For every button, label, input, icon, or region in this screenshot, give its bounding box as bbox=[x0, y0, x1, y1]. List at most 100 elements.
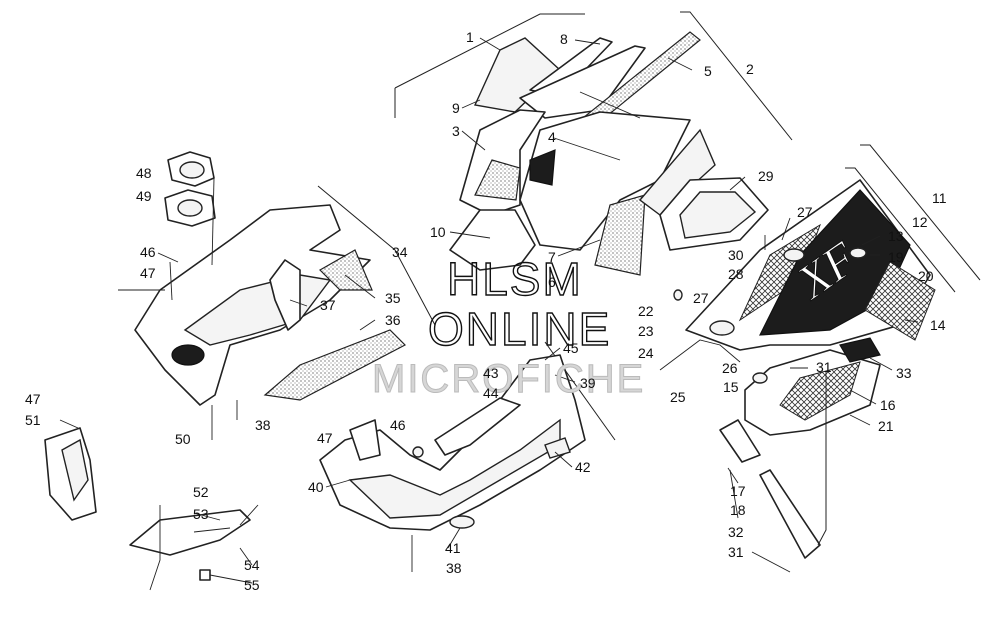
callout-26: 26 bbox=[722, 360, 738, 376]
gasket-49-hole bbox=[177, 199, 203, 217]
cable-23-24 bbox=[659, 339, 741, 371]
bracket-11 bbox=[860, 144, 981, 281]
pad-part-36 bbox=[263, 329, 407, 401]
callout-46b: 46 bbox=[390, 417, 406, 433]
hood-stripe bbox=[529, 149, 556, 186]
part-42 bbox=[544, 437, 571, 459]
gasket-48-hole bbox=[179, 161, 205, 179]
callout-47a: 47 bbox=[140, 265, 156, 281]
part-19 bbox=[849, 247, 867, 259]
callout-22: 22 bbox=[638, 303, 654, 319]
rail-32 bbox=[759, 469, 821, 559]
part-37 bbox=[269, 259, 301, 331]
callout-32: 32 bbox=[728, 524, 744, 540]
callout-19: 19 bbox=[888, 249, 904, 265]
callout-40: 40 bbox=[308, 479, 324, 495]
bracket-top bbox=[394, 13, 585, 118]
callout-30: 30 bbox=[728, 247, 744, 263]
watermark-line3: MICROFICHE bbox=[372, 357, 645, 401]
fastener-46 bbox=[169, 261, 173, 301]
callout-5: 5 bbox=[704, 63, 712, 79]
plate-17-18 bbox=[719, 419, 761, 463]
callout-27a: 27 bbox=[797, 204, 813, 220]
bolt-55 bbox=[199, 569, 211, 581]
watermark-line2: ONLINE bbox=[428, 303, 611, 355]
hood-cable bbox=[579, 91, 641, 119]
console-29-inner bbox=[679, 191, 757, 239]
callout-labels: 1 2 3 4 5 6 7 8 9 10 11 12 13 14 15 16 1… bbox=[25, 29, 947, 593]
callout-48: 48 bbox=[136, 165, 152, 181]
callout-52: 52 bbox=[193, 484, 209, 500]
callout-50: 50 bbox=[175, 431, 191, 447]
nose-pan-group bbox=[319, 341, 616, 572]
callout-21: 21 bbox=[878, 418, 894, 434]
part-27-lower bbox=[709, 320, 735, 336]
callout-39: 39 bbox=[580, 375, 596, 391]
bracket-34 bbox=[317, 185, 436, 326]
nose-pan-inner bbox=[348, 418, 561, 519]
bracket-12 bbox=[845, 167, 956, 293]
callout-25: 25 bbox=[670, 389, 686, 405]
callout-41: 41 bbox=[445, 540, 461, 556]
callout-13: 13 bbox=[888, 228, 904, 244]
callout-10: 10 bbox=[430, 224, 446, 240]
callout-17: 17 bbox=[730, 483, 746, 499]
callout-42: 42 bbox=[575, 459, 591, 475]
right-panel-group: XF bbox=[659, 144, 981, 559]
callout-54: 54 bbox=[244, 557, 260, 573]
callout-46a: 46 bbox=[140, 244, 156, 260]
callout-31b: 31 bbox=[728, 544, 744, 560]
part-27-upper bbox=[783, 248, 805, 262]
bracket-21-32 bbox=[817, 372, 827, 546]
callout-38b: 38 bbox=[446, 560, 462, 576]
callout-7: 7 bbox=[548, 249, 556, 265]
part-15 bbox=[752, 372, 768, 384]
callout-35: 35 bbox=[385, 290, 401, 306]
part-46-grommet bbox=[412, 446, 424, 458]
part-41 bbox=[449, 515, 475, 529]
callout-16: 16 bbox=[880, 397, 896, 413]
left-bottom-group bbox=[44, 400, 259, 591]
leader-lines bbox=[59, 37, 919, 584]
callout-11: 11 bbox=[932, 190, 947, 206]
callout-49: 49 bbox=[136, 188, 152, 204]
lead-53 bbox=[149, 505, 161, 591]
part-22 bbox=[673, 289, 683, 301]
callout-23: 23 bbox=[638, 323, 654, 339]
part-47-bracket bbox=[349, 419, 381, 461]
callout-37: 37 bbox=[320, 297, 336, 313]
callout-51: 51 bbox=[25, 412, 41, 428]
hood-group bbox=[394, 11, 793, 276]
callout-4: 4 bbox=[548, 129, 556, 145]
callout-53: 53 bbox=[193, 506, 209, 522]
callout-14: 14 bbox=[930, 317, 946, 333]
callout-1: 1 bbox=[466, 29, 474, 45]
callout-12: 12 bbox=[912, 214, 928, 230]
decal-mesh-right bbox=[864, 261, 936, 341]
callout-9: 9 bbox=[452, 100, 460, 116]
part-43-44 bbox=[434, 397, 521, 456]
callout-55: 55 bbox=[244, 577, 260, 593]
hood-lower-part-10 bbox=[449, 209, 536, 271]
watermark-line1: HLSM bbox=[447, 253, 583, 305]
lead-48 bbox=[211, 177, 215, 266]
bracket-52 bbox=[129, 509, 251, 556]
callout-47b: 47 bbox=[25, 391, 41, 407]
part-33 bbox=[839, 337, 881, 363]
bracket-right bbox=[680, 11, 793, 141]
side-panel-mesh bbox=[738, 223, 821, 322]
callout-34: 34 bbox=[392, 244, 408, 260]
callout-20: 20 bbox=[918, 268, 934, 284]
lead-54 bbox=[239, 504, 259, 526]
callout-3: 3 bbox=[452, 123, 460, 139]
callout-47c: 47 bbox=[317, 430, 333, 446]
callout-6: 6 bbox=[548, 274, 556, 290]
callout-18: 18 bbox=[730, 502, 746, 518]
lower-box-mesh bbox=[779, 361, 861, 421]
callout-45: 45 bbox=[563, 340, 579, 356]
callout-29: 29 bbox=[758, 168, 774, 184]
callout-15: 15 bbox=[723, 379, 739, 395]
callout-24: 24 bbox=[638, 345, 654, 361]
callout-43: 43 bbox=[483, 365, 499, 381]
